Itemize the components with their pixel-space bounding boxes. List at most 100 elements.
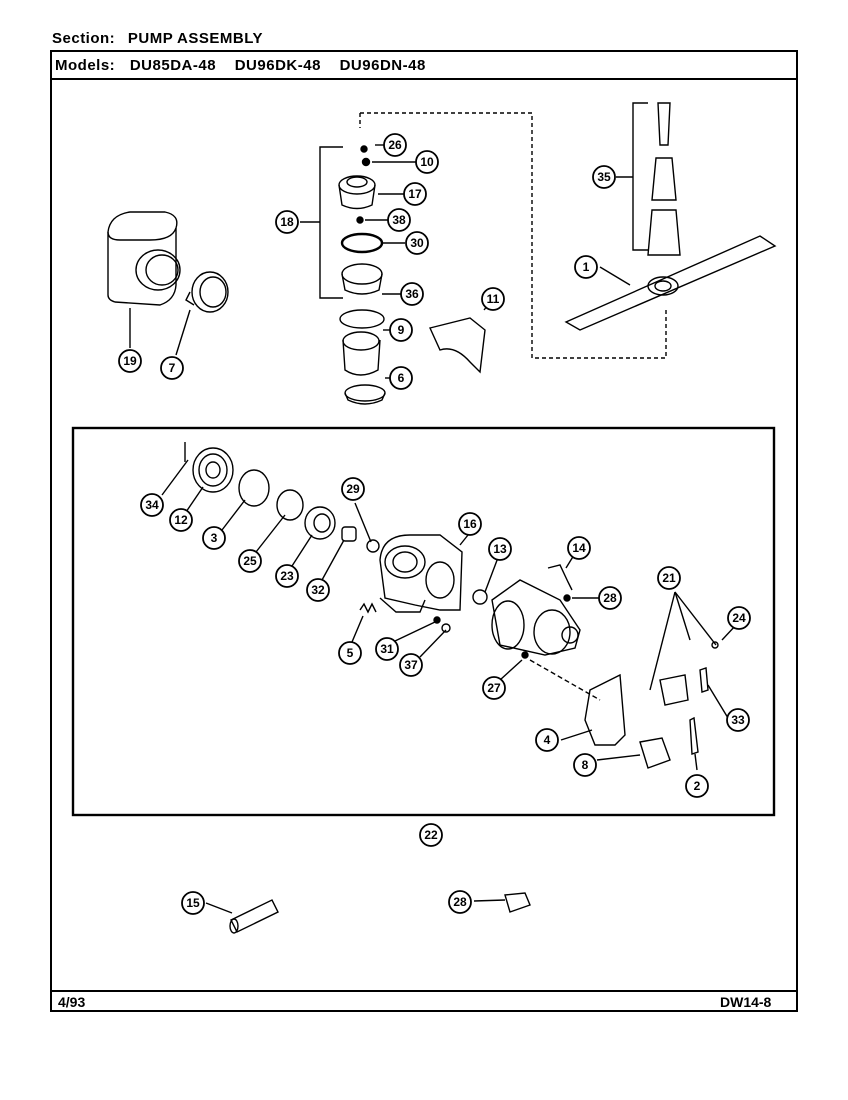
callout-3: 3 (202, 526, 226, 550)
seal-part-25 (276, 489, 304, 521)
group-bracket-18 (319, 146, 343, 299)
callout-circle (383, 133, 407, 157)
callout-circle (573, 753, 597, 777)
nut-part-32 (341, 526, 357, 542)
callout-label: 28 (453, 895, 467, 909)
callout-circle (726, 708, 750, 732)
callout-2: 2 (685, 774, 709, 798)
callout-5: 5 (338, 641, 362, 665)
callout-label: 30 (410, 236, 424, 250)
callout-circle (458, 512, 482, 536)
callout-37: 37 (399, 653, 423, 677)
pin-part-2 (689, 716, 699, 755)
callout-label: 23 (280, 569, 294, 583)
callout-label: 6 (398, 371, 405, 385)
mount-part-8 (639, 737, 671, 769)
cap-part-17 (338, 175, 376, 210)
spray-arm-part-1 (564, 235, 777, 331)
callout-label: 27 (487, 681, 501, 695)
callout-label: 16 (463, 517, 477, 531)
sump-housing-part (107, 211, 181, 306)
plug-part-28 (504, 892, 531, 913)
callout-label: 13 (493, 542, 507, 556)
model-number: DU85DA-48 (129, 57, 217, 74)
callout-label: 7 (169, 361, 176, 375)
callout-19: 19 (118, 349, 142, 373)
callout-label: 5 (347, 646, 354, 660)
callout-25: 25 (238, 549, 262, 573)
o-ring-part-30 (340, 232, 384, 254)
motor-part (491, 579, 581, 656)
callout-18: 18 (275, 210, 299, 234)
callout-circle (727, 606, 751, 630)
callout-14: 14 (567, 536, 591, 560)
header-rule (50, 78, 798, 80)
callout-label: 19 (123, 354, 137, 368)
callout-circle (118, 349, 142, 373)
callout-circle (598, 586, 622, 610)
diagram-frame (50, 50, 798, 1012)
hose-part-15 (229, 899, 279, 934)
callout-23: 23 (275, 564, 299, 588)
callout-27: 27 (482, 676, 506, 700)
callout-circle (375, 637, 399, 661)
filter-part-9 (339, 309, 385, 376)
callout-circle (403, 182, 427, 206)
callout-10: 10 (415, 150, 439, 174)
callout-label: 9 (398, 323, 405, 337)
callout-circle (419, 823, 443, 847)
spring-part-33 (699, 667, 709, 693)
callout-8: 8 (573, 753, 597, 777)
callout-circle (592, 165, 616, 189)
callout-circle (169, 508, 193, 532)
callout-28: 28 (598, 586, 622, 610)
callout-circle (181, 891, 205, 915)
callout-36: 36 (400, 282, 424, 306)
bearing-part-23 (304, 506, 336, 540)
callout-label: 11 (487, 292, 500, 306)
callout-6: 6 (389, 366, 413, 390)
callout-label: 24 (732, 611, 746, 625)
models-header: Models: DU85DA-48 DU96DK-48 DU96DN-48 (55, 57, 426, 74)
callout-4: 4 (535, 728, 559, 752)
callout-label: 21 (662, 571, 676, 585)
callout-label: 18 (280, 215, 294, 229)
footer-page-code: DW14-8 (720, 994, 772, 1010)
model-number: DU96DN-48 (339, 57, 426, 74)
callout-21: 21 (657, 566, 681, 590)
callout-label: 1 (583, 260, 590, 274)
callout-circle (567, 536, 591, 560)
callout-label: 17 (408, 187, 422, 201)
callout-circle (338, 641, 362, 665)
callout-label: 15 (186, 896, 200, 910)
callout-circle (389, 366, 413, 390)
callout-33: 33 (726, 708, 750, 732)
footer-date: 4/93 (58, 994, 86, 1010)
callout-label: 28 (603, 591, 617, 605)
callout-label: 2 (694, 779, 701, 793)
callout-29: 29 (341, 477, 365, 501)
clip-part-21 (659, 674, 689, 706)
clamp-part-6 (344, 384, 386, 405)
callout-26: 26 (383, 133, 407, 157)
deflector-part-11 (429, 317, 486, 374)
callout-34: 34 (140, 493, 164, 517)
section-title: PUMP ASSEMBLY (127, 30, 264, 47)
callout-circle (481, 287, 505, 311)
callout-label: 35 (597, 170, 611, 184)
callout-label: 3 (211, 531, 218, 545)
callout-circle (400, 282, 424, 306)
callout-31: 31 (375, 637, 399, 661)
callout-circle (574, 255, 598, 279)
callout-circle (160, 356, 184, 380)
callout-label: 8 (582, 758, 589, 772)
callout-circle (482, 676, 506, 700)
seal-part-3 (238, 469, 270, 507)
callout-15: 15 (181, 891, 205, 915)
callout-22: 22 (419, 823, 443, 847)
callout-circle (306, 578, 330, 602)
callout-12: 12 (169, 508, 193, 532)
callout-circle (238, 549, 262, 573)
